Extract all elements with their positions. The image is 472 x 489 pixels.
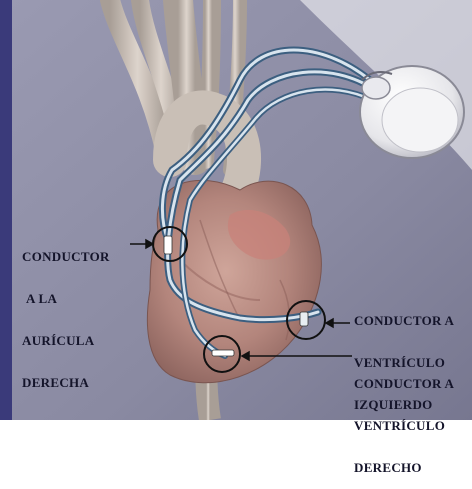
left-edge-bar [0, 0, 12, 420]
label-atrium-line2: A LA [22, 292, 110, 306]
label-atrium-line1: CONDUCTOR [22, 250, 110, 264]
label-right-ventricle-line3: DERECHO [354, 461, 454, 475]
pacemaker-generator-icon [360, 66, 464, 158]
label-right-ventricle-line1: CONDUCTOR A [354, 377, 454, 391]
label-left-ventricle-line1: CONDUCTOR A [354, 314, 454, 328]
label-atrium-line3: AURÍCULA [22, 334, 110, 348]
label-atrium-line4: DERECHA [22, 376, 110, 390]
label-atrium-lead: CONDUCTOR A LA AURÍCULA DERECHA [22, 222, 110, 404]
label-right-ventricle-line2: VENTRÍCULO [354, 419, 454, 433]
label-right-ventricle-lead: CONDUCTOR A VENTRÍCULO DERECHO [354, 349, 454, 489]
